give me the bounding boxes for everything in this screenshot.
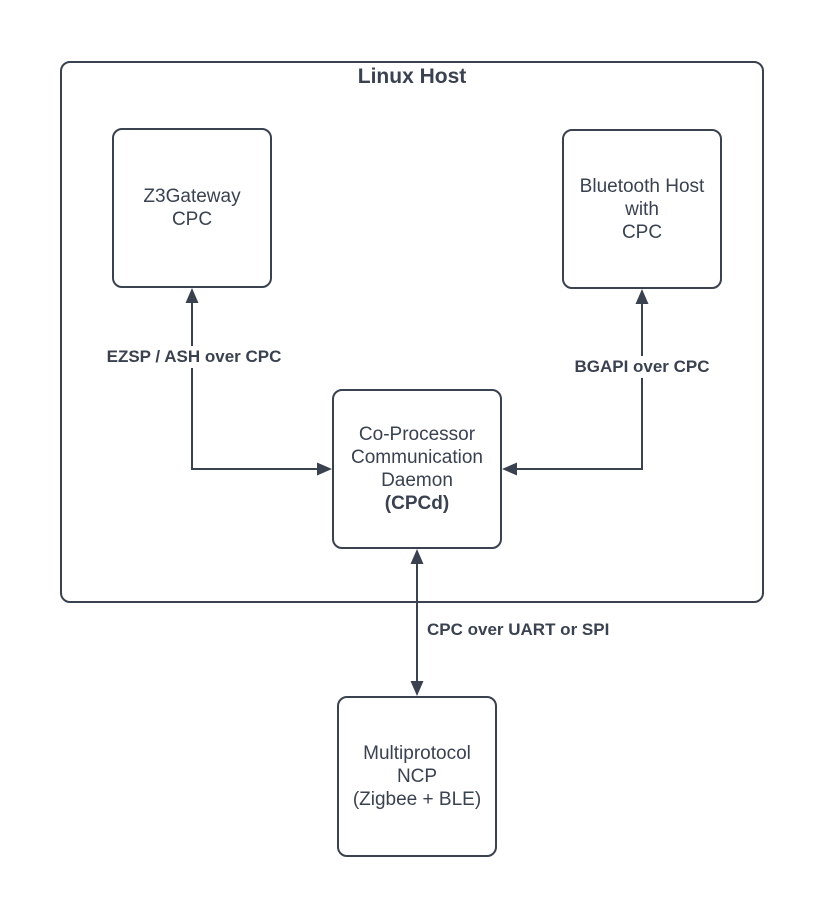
edge-label-ezsp-ash-over-cpc: EZSP / ASH over CPC	[103, 346, 285, 368]
node-cpcd-daemon: Co-Processor Communication Daemon (CPCd)	[332, 389, 502, 549]
linux-host-title: Linux Host	[357, 65, 467, 88]
node-bluetooth-host-cpc: Bluetooth Host with CPC	[562, 129, 722, 289]
node-bluetooth-line: with	[625, 198, 659, 220]
node-bluetooth-line: Bluetooth Host	[579, 175, 705, 197]
node-ncp-line: (Zigbee + BLE)	[352, 789, 482, 810]
edge-label-cpc-over-uart-or-spi: CPC over UART or SPI	[424, 619, 613, 641]
node-cpcd-line: Communication	[351, 447, 483, 468]
node-z3gateway-line: Z3Gateway	[143, 186, 241, 207]
edge-label-bgapi-over-cpc: BGAPI over CPC	[571, 356, 713, 378]
node-multiprotocol-ncp: Multiprotocol NCP (Zigbee + BLE)	[337, 696, 497, 857]
node-cpcd-line: Daemon	[381, 470, 453, 491]
node-z3gateway-line: CPC	[171, 209, 213, 230]
node-ncp-line: Multiprotocol	[363, 743, 471, 764]
arrowhead-down-ncp	[410, 681, 424, 696]
node-cpcd-line: Co-Processor	[358, 424, 476, 445]
node-z3gateway-cpc: Z3Gateway CPC	[112, 128, 272, 288]
node-ncp-line: NCP	[396, 766, 438, 787]
node-cpcd-bold-line: (CPCd)	[384, 493, 450, 514]
linux-host-container-box	[60, 61, 764, 603]
node-bluetooth-line: CPC	[621, 221, 663, 243]
